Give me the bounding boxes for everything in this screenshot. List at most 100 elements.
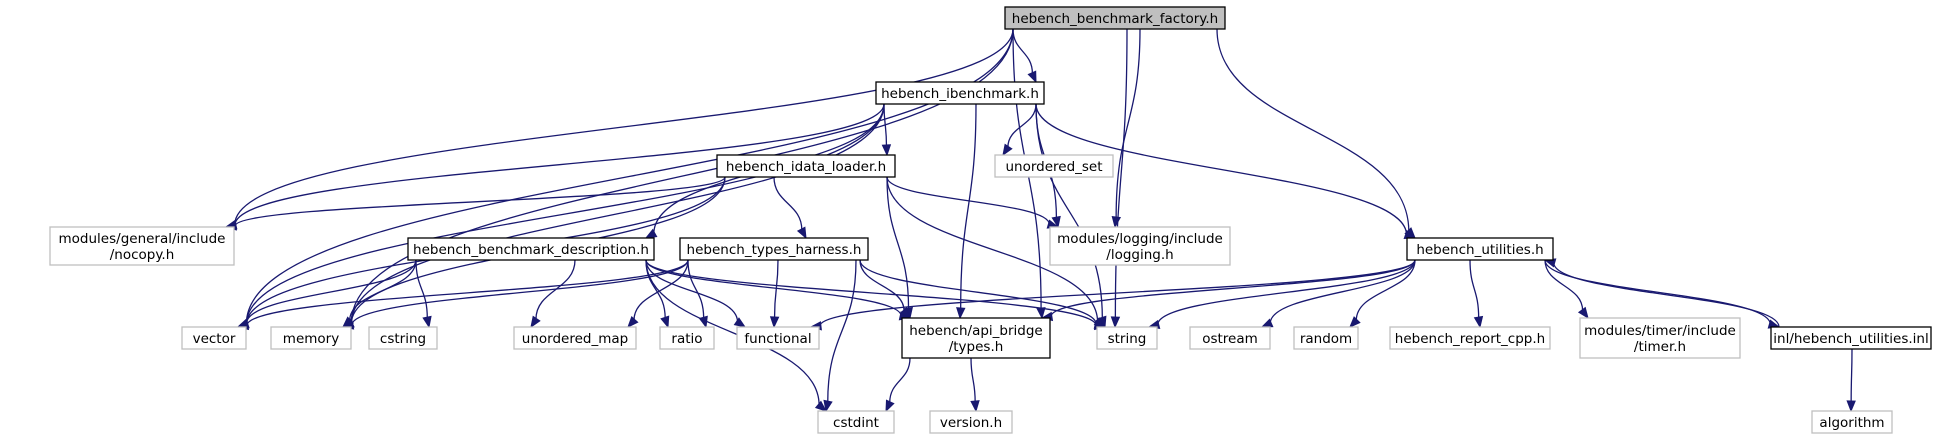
node-box [1389,326,1551,350]
edge-bench_desc-to-unordered_map [535,259,576,320]
edge-arrowhead [796,226,807,240]
node-box [49,226,235,266]
edge-utilities-to-random [1355,259,1416,321]
edge-arrowhead [1027,70,1037,84]
edge-bench_desc-to-functional [645,259,739,323]
node-box [929,410,1013,434]
node-label: hebench_ibenchmark.h [881,86,1039,102]
node-label: inl/hebench_utilities.inl [1773,331,1928,347]
edge-ibenchmark-to-api_bridge [960,103,977,310]
edge-idata_loader-to-nocopy [234,176,726,227]
edge-idata_loader-to-logging [886,176,1051,225]
edge-bench_desc-to-cstring [415,259,428,319]
edge-arrowhead [823,399,833,413]
edge-arrowhead [956,307,966,320]
node-label: ratio [671,331,702,347]
node-box [407,237,655,261]
node-label: vector [193,331,236,347]
edge-ibenchmark-to-utilities [1035,103,1408,236]
edge-arrowhead [881,144,892,157]
edge-arrowhead [1577,306,1589,320]
node-box [1579,317,1741,359]
node-label: algorithm [1819,415,1884,431]
node-factory[interactable]: hebench_benchmark_factory.h [1004,6,1226,30]
edge-arrowhead [1473,315,1484,329]
node-box [679,237,869,261]
edge-types_harness-to-functional [773,259,779,319]
node-nocopy: modules/general/include/nocopy.h [49,226,235,266]
node-idata_loader[interactable]: hebench_idata_loader.h [716,154,896,178]
edge-arrowhead [644,228,658,239]
edge-idata_loader-to-types_harness [773,176,803,231]
node-functional: functional [736,326,820,350]
edge-factory-to-ibenchmark [1012,28,1034,74]
node-ibenchmark[interactable]: hebench_ibenchmark.h [875,81,1045,105]
node-box [1770,326,1932,350]
edge-ibenchmark-to-string [1035,103,1103,319]
node-types_harness[interactable]: hebench_types_harness.h [679,237,869,261]
edge-arrowhead [1846,400,1856,413]
edge-arrowhead [422,315,432,329]
edge-arrowhead [1349,316,1361,328]
node-algorithm: algorithm [1811,410,1893,434]
node-ostream: ostream [1189,326,1271,350]
edge-bench_desc-to-api_bridge [645,259,902,317]
edge-ibenchmark-to-vector [245,103,885,325]
node-label: cstdint [833,415,879,431]
node-timer: modules/timer/include/timer.h [1579,317,1741,359]
node-label: /logging.h [1106,247,1173,263]
node-label: /timer.h [1634,339,1686,355]
node-label: hebench_benchmark_factory.h [1012,11,1218,27]
node-label: modules/timer/include [1584,323,1736,339]
node-box [1189,326,1271,350]
edge-arrowhead [660,315,670,329]
edge-arrowhead [1111,215,1122,229]
node-box [368,326,438,350]
edge-arrowhead [1051,215,1061,229]
edge-types_harness-to-ratio [687,259,705,319]
edge-utilities_inl-to-utilities [1553,262,1780,328]
edge-arrowhead [698,315,708,329]
edge-arrowhead [530,315,541,329]
node-box [1406,237,1554,261]
node-box [181,326,247,350]
edge-ibenchmark-to-unordered_set [1007,103,1037,148]
node-bench_desc[interactable]: hebench_benchmark_description.h [407,237,655,261]
node-report_cpp: hebench_report_cpp.h [1389,326,1551,350]
edge-factory-to-string [1114,28,1128,319]
edge-utilities_inl-to-algorithm [1850,348,1853,403]
edge-utilities-to-string [1157,259,1416,325]
node-unordered_map: unordered_map [513,326,637,350]
edge-arrowhead [814,400,828,412]
node-label: /nocopy.h [110,247,175,263]
edge-utilities-to-utilities_inl [1544,259,1771,325]
node-utilities[interactable]: hebench_utilities.h [1406,237,1554,261]
node-label: random [1300,331,1352,347]
node-label: hebench_utilities.h [1416,242,1543,258]
node-box [716,154,896,178]
node-label: /types.h [949,339,1004,355]
node-api_bridge[interactable]: hebench/api_bridge/types.h [901,317,1051,359]
edge-factory-to-memory [350,28,1014,324]
edge-types_harness-to-unordered_map [633,259,689,321]
edge-types_harness-to-vector [246,259,689,326]
node-ratio: ratio [659,326,715,350]
edge-utilities-to-api_bridge [1050,259,1416,317]
edge-ibenchmark-to-memory [350,103,885,324]
node-utilities_inl[interactable]: inl/hebench_utilities.inl [1770,326,1932,350]
node-label: hebench_benchmark_description.h [413,242,649,258]
node-box [994,154,1114,178]
node-cstdint: cstdint [817,410,895,434]
node-label: string [1108,331,1147,347]
edge-idata_loader-to-api_bridge [886,176,910,310]
node-box [1096,326,1158,350]
node-memory: memory [270,326,352,350]
edge-utilities-to-ostream [1269,259,1416,324]
node-box [513,326,637,350]
edge-types_harness-to-memory [351,259,689,326]
edge-factory-to-utilities [1216,28,1410,232]
node-label: memory [283,331,339,347]
node-box [659,326,715,350]
node-version: version.h [929,410,1013,434]
edge-factory-to-nocopy [234,28,1014,225]
